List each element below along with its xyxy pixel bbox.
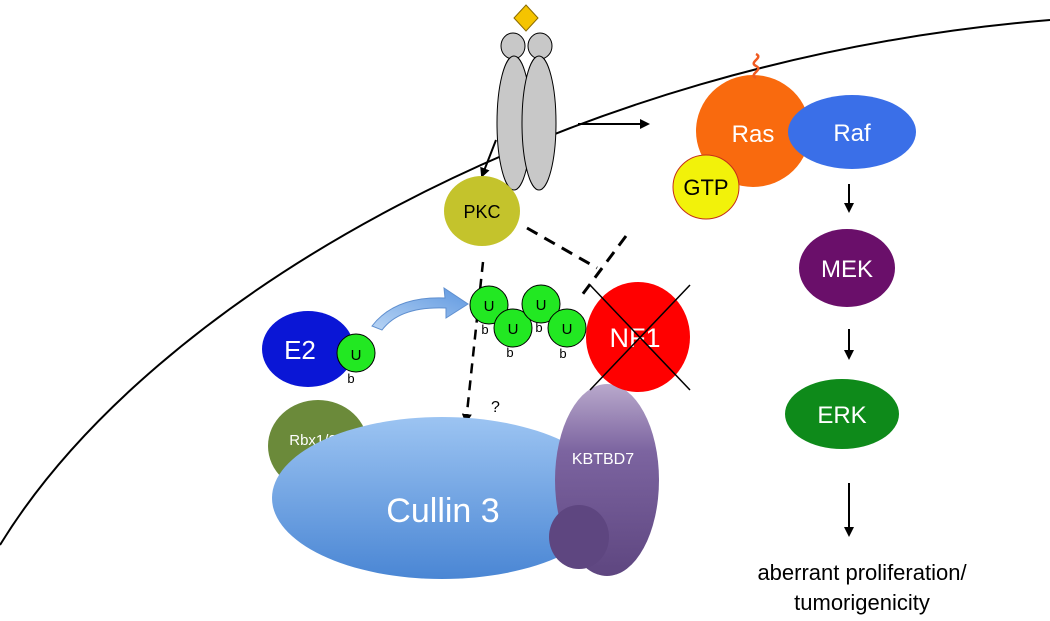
squiggle-icon bbox=[752, 52, 760, 80]
ubiquitin-transfer-arrow bbox=[371, 286, 469, 331]
ubiquitin-4-b: b bbox=[559, 346, 566, 361]
ubiquitin-2: U b bbox=[493, 308, 533, 360]
ubiquitin-2-b: b bbox=[506, 345, 513, 360]
ubiquitin-2-u: U bbox=[508, 321, 519, 338]
ubiquitin-e2-u: U bbox=[351, 347, 362, 364]
mek-label: MEK bbox=[821, 256, 873, 283]
ligand-icon bbox=[513, 4, 539, 32]
kbtbd7-label: KBTBD7 bbox=[572, 451, 634, 468]
ubiquitin-1-b: b bbox=[481, 322, 488, 337]
ubiquitin-1: U b bbox=[469, 285, 509, 337]
raf-label: Raf bbox=[833, 120, 871, 147]
gtp-label: GTP bbox=[683, 175, 728, 200]
erk-node: ERK bbox=[785, 379, 899, 449]
polyubiquitin-chain: U b U b U b U b bbox=[469, 284, 587, 361]
cross-icon bbox=[589, 284, 691, 391]
mek-node: MEK bbox=[799, 229, 895, 307]
ubiquitin-e2: U b bbox=[336, 333, 376, 386]
dashed-pkc-to-cullin bbox=[461, 261, 485, 424]
raf-node: Raf bbox=[788, 95, 916, 169]
dashed-pkc-to-nf1 bbox=[526, 226, 598, 270]
question-mark: ? bbox=[491, 399, 500, 416]
ubiquitin-e2-b: b bbox=[347, 371, 354, 386]
e2-node: E2 bbox=[262, 311, 354, 387]
kbtbd7-node: KBTBD7 bbox=[549, 384, 659, 576]
dashed-inhibition-bar bbox=[580, 235, 628, 296]
e2-label: E2 bbox=[284, 335, 316, 365]
nf1-label: NF1 bbox=[609, 323, 660, 353]
gtp-node: GTP bbox=[672, 154, 740, 220]
arrow-receptor-to-pkc bbox=[480, 139, 497, 178]
ubiquitin-1-u: U bbox=[484, 298, 495, 315]
ubiquitin-4-u: U bbox=[562, 321, 573, 338]
erk-label: ERK bbox=[817, 402, 866, 429]
ubiquitin-3-u: U bbox=[536, 297, 547, 314]
receptor bbox=[496, 32, 557, 191]
cullin3-node: Cullin 3 bbox=[272, 417, 612, 579]
outcome-line2: tumorigenicity bbox=[794, 590, 930, 615]
ras-node: Ras bbox=[696, 75, 810, 187]
ras-label: Ras bbox=[732, 121, 775, 148]
ubiquitin-3-b: b bbox=[535, 320, 542, 335]
pkc-node: PKC bbox=[444, 176, 520, 246]
nf1-node: NF1 bbox=[586, 282, 690, 392]
outcome-line1: aberrant proliferation/ bbox=[757, 560, 967, 585]
ubiquitin-3: U b bbox=[521, 284, 561, 335]
cullin3-label: Cullin 3 bbox=[386, 492, 499, 530]
ubiquitin-4: U b bbox=[547, 308, 587, 361]
pkc-label: PKC bbox=[463, 202, 500, 222]
cell-membrane bbox=[0, 19, 1050, 546]
